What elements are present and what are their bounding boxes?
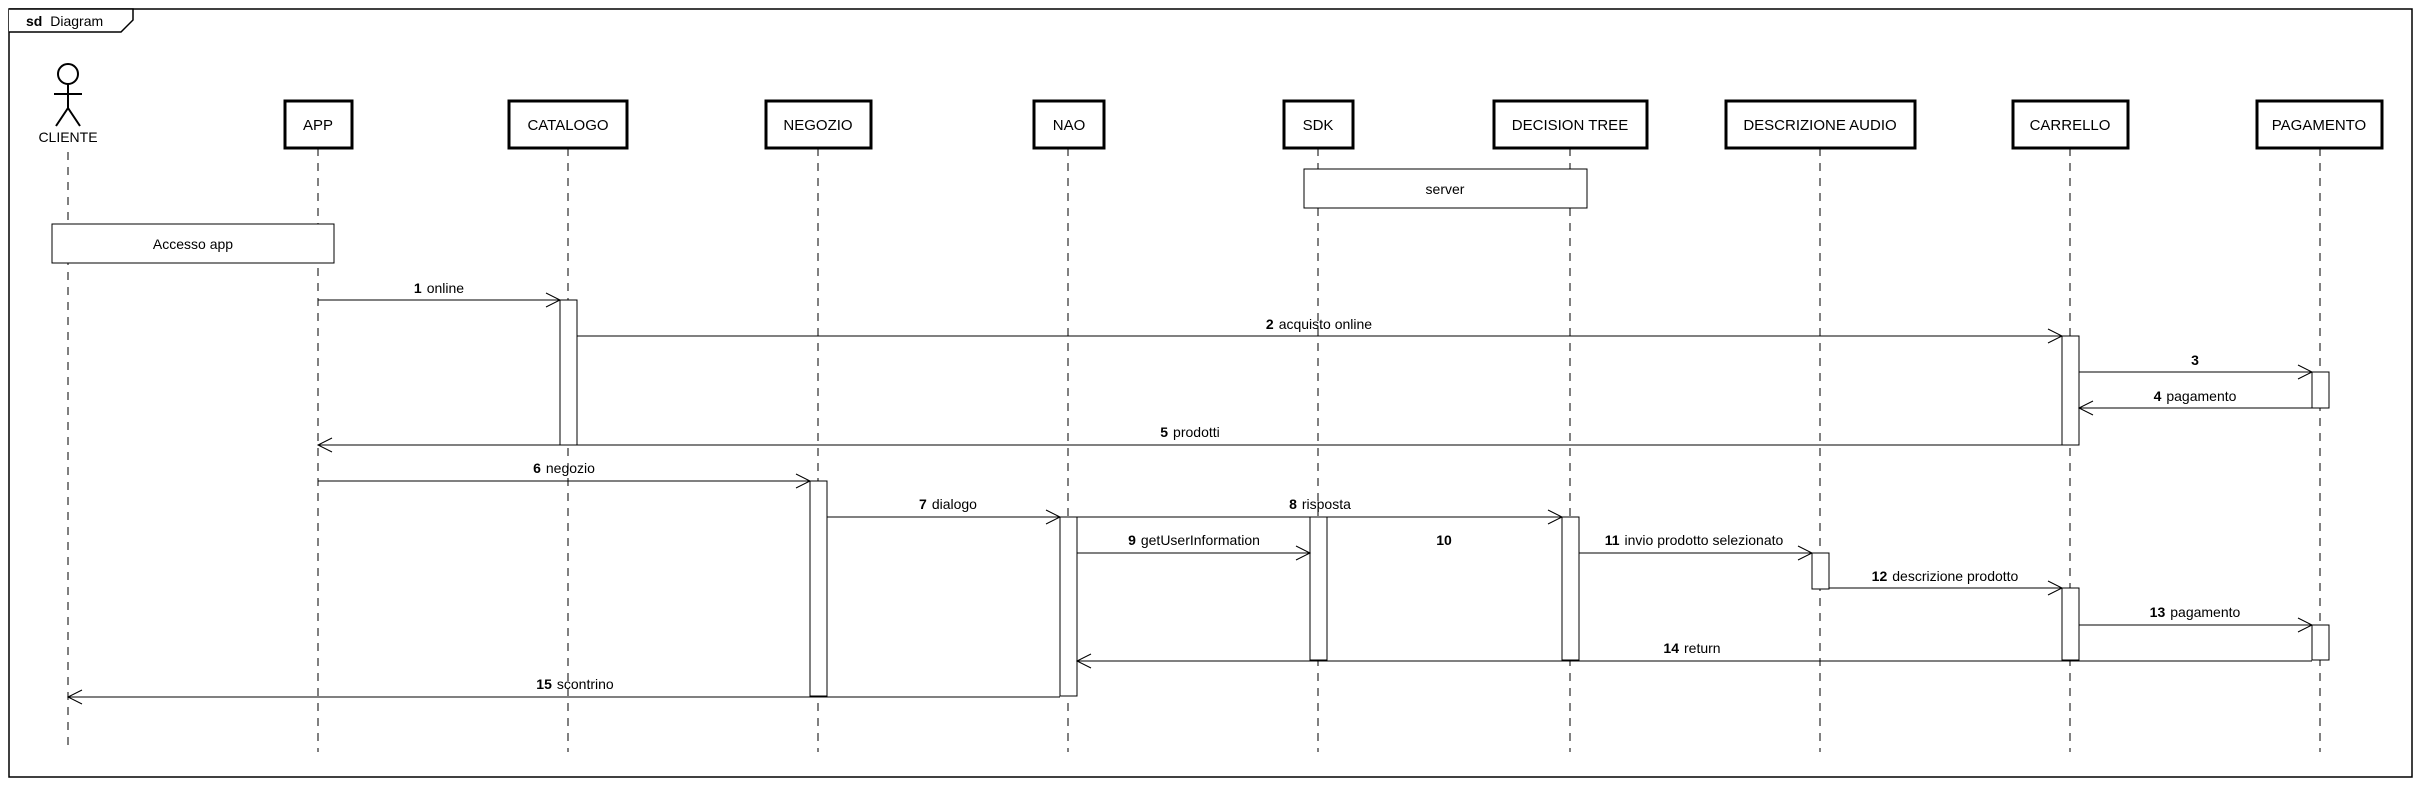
diagram-frame — [8, 8, 2413, 778]
note-server — [1303, 168, 1588, 209]
participant-label: CARRELLO — [2030, 117, 2111, 134]
message-10-label: 10 — [1436, 532, 1452, 548]
activation-decision-tree — [1561, 516, 1580, 661]
activation-bars — [559, 299, 2330, 697]
lifelines — [67, 148, 2321, 752]
message-12-arrowhead — [2047, 580, 2064, 596]
activation-pagamento-2 — [2311, 624, 2330, 661]
participant-sdk — [1282, 99, 1355, 150]
participant-label: NAO — [1053, 117, 1086, 134]
message-15-arrowhead — [66, 689, 83, 705]
activation-descrizione-audio — [1811, 552, 1830, 590]
message-2-arrowhead — [2047, 328, 2064, 344]
participant-app — [283, 99, 354, 150]
participant-labels: APP CATALOGO NEGOZIO NAO SDK DECISION TR… — [303, 117, 2366, 134]
participant-label: NEGOZIO — [783, 117, 852, 134]
message-5-arrowhead — [316, 437, 333, 453]
activation-carrello-1 — [2061, 335, 2080, 446]
message-3-arrowhead — [2297, 364, 2314, 380]
actor-figure — [54, 63, 82, 127]
message-3-label: 3 — [2191, 352, 2199, 368]
participant-heads — [283, 99, 2384, 150]
activation-nao — [1059, 516, 1078, 697]
message-9-arrowhead — [1295, 545, 1312, 561]
activation-sdk — [1309, 516, 1328, 661]
note-server-text: server — [1426, 181, 1465, 197]
participant-decision-tree — [1492, 99, 1649, 150]
actor-label: CLIENTE — [38, 129, 97, 145]
message-7-arrowhead — [1045, 509, 1062, 525]
participant-descrizione-audio — [1724, 99, 1917, 150]
activation-catalogo — [559, 299, 578, 446]
note-accesso-app — [51, 223, 335, 264]
participant-label: DECISION TREE — [1512, 117, 1628, 134]
message-13-arrowhead — [2297, 617, 2314, 633]
participant-negozio — [764, 99, 873, 150]
participant-label: DESCRIZIONE AUDIO — [1743, 117, 1896, 134]
participant-label: SDK — [1303, 117, 1334, 134]
message-1-arrowhead — [545, 292, 562, 308]
message-6-arrowhead — [795, 473, 812, 489]
activation-carrello-2 — [2061, 587, 2080, 661]
participant-nao — [1032, 99, 1106, 150]
participant-pagamento — [2255, 99, 2384, 150]
message-11-arrowhead — [1797, 545, 1814, 561]
message-4-arrowhead — [2077, 400, 2094, 416]
frame-title: Diagram — [50, 13, 103, 29]
participant-carrello — [2011, 99, 2130, 150]
participant-label: PAGAMENTO — [2272, 117, 2366, 134]
activation-negozio — [809, 480, 828, 697]
message-14-arrowhead — [1075, 653, 1092, 669]
frame-label-tab — [9, 8, 134, 33]
activation-pagamento-1 — [2311, 371, 2330, 409]
participant-label: APP — [303, 117, 333, 134]
participant-label: CATALOGO — [527, 117, 608, 134]
frame-label: sd Diagram — [26, 13, 103, 29]
message-arrows — [66, 292, 2314, 705]
participant-catalogo — [507, 99, 629, 150]
frame-keyword: sd — [26, 13, 42, 29]
message-8-arrowhead — [1547, 509, 1564, 525]
note-accesso-app-text: Accesso app — [153, 236, 233, 252]
